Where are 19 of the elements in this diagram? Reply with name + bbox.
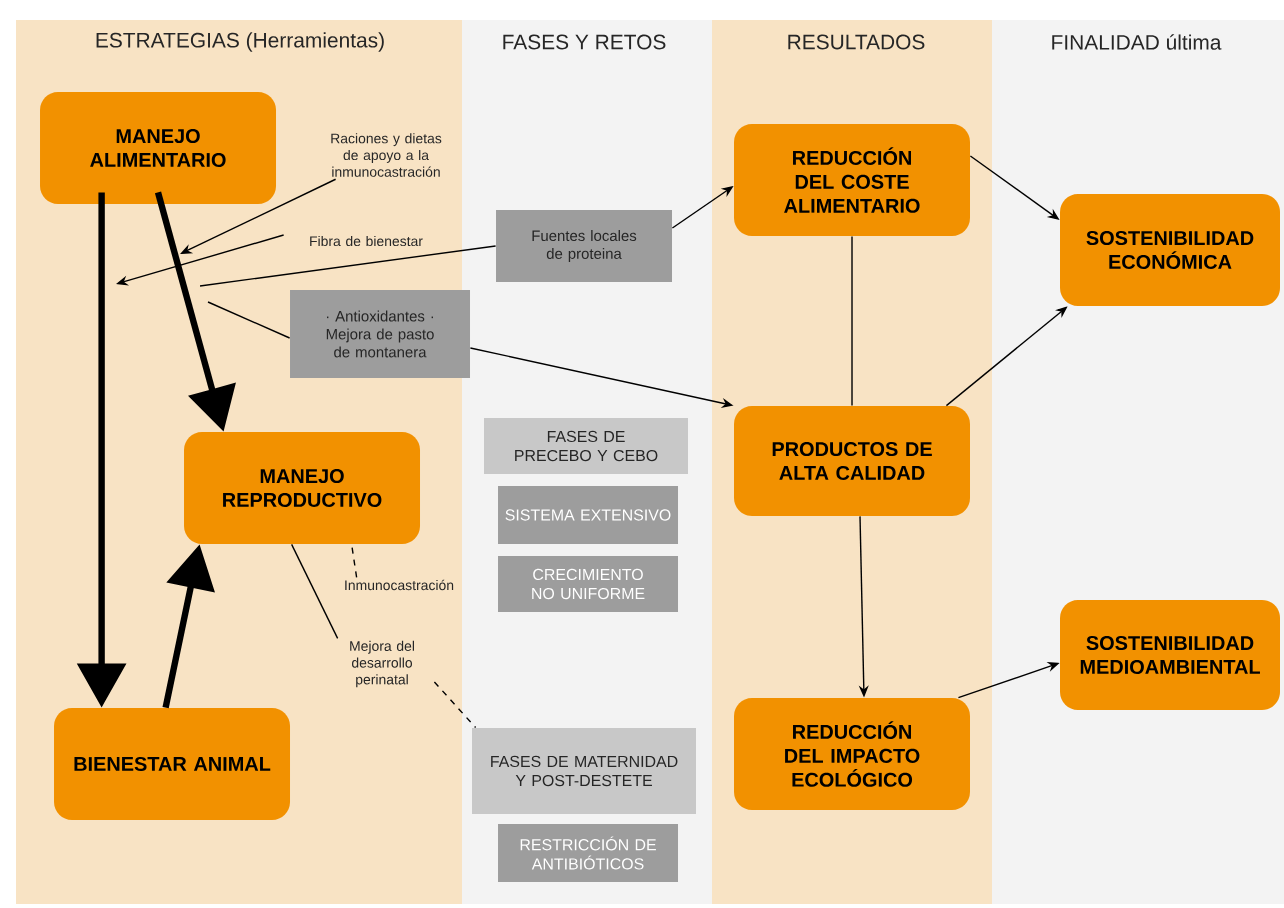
column-header: ESTRATEGIAS (Herramientas) <box>96 32 384 52</box>
connector-line <box>350 543 358 579</box>
process-box: MANEJO ALIMENTARIO <box>40 92 276 204</box>
connector-line <box>199 245 497 287</box>
process-box: SOSTENIBILIDAD MEDIOAMBIENTAL <box>1060 600 1280 710</box>
connector-line <box>433 681 477 729</box>
process-box: SOSTENIBILIDAD ECONÓMICA <box>1060 194 1280 306</box>
arrow <box>180 178 337 254</box>
process-box: BIENESTAR ANIMAL <box>54 708 290 820</box>
connector-line <box>290 543 339 640</box>
column-header: FINALIDAD última <box>1052 34 1222 50</box>
process-box: PRODUCTOS DE ALTA CALIDAD <box>734 406 970 516</box>
connector-line <box>207 301 291 339</box>
column-header: RESULTADOS <box>788 34 925 50</box>
connector-line <box>851 235 853 407</box>
process-box: REDUCCIÓN DEL IMPACTO ECOLÓGICO <box>734 698 970 810</box>
process-box: REDUCCIÓN DEL COSTE ALIMENTARIO <box>734 124 970 236</box>
column-header: FASES Y RETOS <box>503 34 666 50</box>
process-box: MANEJO REPRODUCTIVO <box>184 432 420 544</box>
